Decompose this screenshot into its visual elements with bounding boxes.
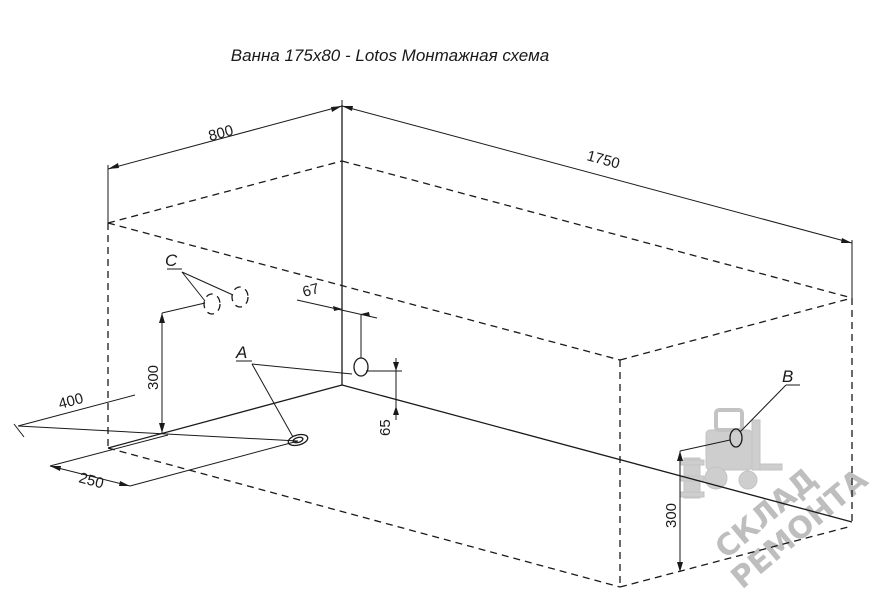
wall-hole-a <box>353 357 369 377</box>
dimension-300-right-label: 300 <box>663 503 680 528</box>
dimension-300-right: 300 <box>663 439 731 572</box>
dimension-400-label: 400 <box>57 390 86 413</box>
label-a-leader: A <box>235 343 353 438</box>
label-b: B <box>782 367 793 386</box>
dimension-1750-label: 1750 <box>585 147 622 172</box>
overflow-hole-c1 <box>203 293 221 315</box>
label-c: C <box>165 251 178 270</box>
watermark-logo: СКЛАД РЕМОНТА <box>679 408 875 596</box>
forklift-icon <box>679 408 783 499</box>
dimension-800-label: 800 <box>207 122 236 145</box>
drain-hole-a <box>287 433 309 447</box>
dimension-65-label: 65 <box>377 419 394 436</box>
dimension-67: 67 <box>296 280 378 358</box>
hole-b <box>729 428 743 448</box>
dimension-250: 250 <box>49 434 299 492</box>
label-c-leader: C <box>165 251 234 302</box>
label-a: A <box>235 343 247 362</box>
dimension-300-left: 300 <box>145 302 206 433</box>
dimension-67-label: 67 <box>301 280 322 301</box>
diagram-title: Ванна 175х80 - Lotos Монтажная схема <box>231 46 549 65</box>
dimension-400: 400 <box>13 390 299 442</box>
dimension-250-label: 250 <box>77 469 106 492</box>
dimension-65: 65 <box>366 358 402 436</box>
bath-outline-dashed <box>107 160 853 588</box>
dimension-800: 800 <box>107 100 343 223</box>
label-b-leader: B <box>739 367 800 433</box>
overflow-hole-c2 <box>231 286 249 308</box>
dimension-300-left-label: 300 <box>145 365 162 390</box>
dimension-1750: 1750 <box>341 105 853 298</box>
